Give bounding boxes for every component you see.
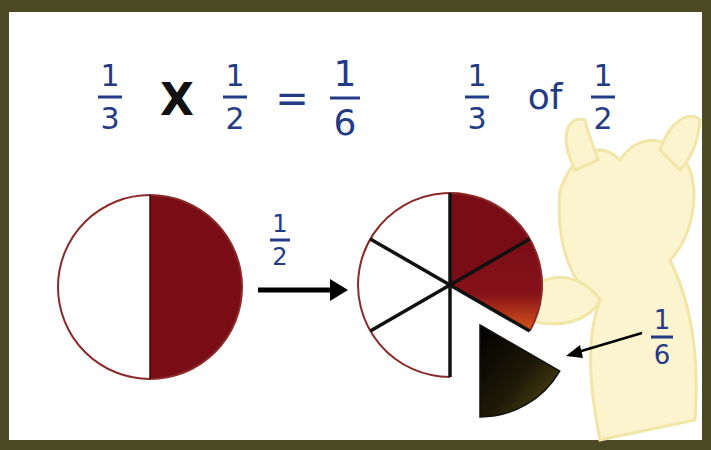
label-holder: 2 xyxy=(272,245,287,269)
label-holder: 1 xyxy=(467,61,486,91)
fraction-denominator: 3 xyxy=(467,104,486,134)
label-holder: 1 xyxy=(654,307,671,333)
fraction-denominator: 6 xyxy=(334,105,357,141)
pulled-sixth xyxy=(480,325,560,417)
fraction-numerator: 1 xyxy=(467,61,486,91)
label-holder: 2 xyxy=(225,104,244,134)
fraction-numerator: 1 xyxy=(334,56,357,92)
label-holder: 1 xyxy=(593,61,612,91)
label-holder: 6 xyxy=(334,105,357,141)
fraction-numerator: 1 xyxy=(100,61,119,91)
fraction-denominator: 2 xyxy=(272,245,287,269)
operator-sign: = xyxy=(275,78,309,118)
operator-sign: X xyxy=(160,78,194,122)
label-holder: 1 xyxy=(100,61,119,91)
callout-arrow xyxy=(566,333,642,358)
label-holder: 6 xyxy=(654,342,671,368)
label-holder: = xyxy=(275,78,309,118)
arrow xyxy=(258,279,348,301)
fraction-denominator: 3 xyxy=(100,104,119,134)
fraction-denominator: 2 xyxy=(593,104,612,134)
callout-numerator: 1 xyxy=(654,307,671,333)
label-holder: of xyxy=(528,79,563,115)
fraction-numerator: 1 xyxy=(272,212,287,236)
watermark-figure xyxy=(520,116,700,440)
label-holder: 1 xyxy=(272,212,287,236)
label-holder: 3 xyxy=(467,104,486,134)
label-holder: 1 xyxy=(334,56,357,92)
fraction-numerator: 1 xyxy=(593,61,612,91)
fraction-denominator: 2 xyxy=(225,104,244,134)
word-label: of xyxy=(528,79,563,115)
frame-ground xyxy=(9,12,702,440)
label-holder: 2 xyxy=(593,104,612,134)
fraction-numerator: 1 xyxy=(225,61,244,91)
half-circle xyxy=(58,195,242,379)
label-holder: X xyxy=(160,78,194,122)
label-holder: 3 xyxy=(100,104,119,134)
callout-denominator: 6 xyxy=(654,342,671,368)
label-holder: 1 xyxy=(225,61,244,91)
